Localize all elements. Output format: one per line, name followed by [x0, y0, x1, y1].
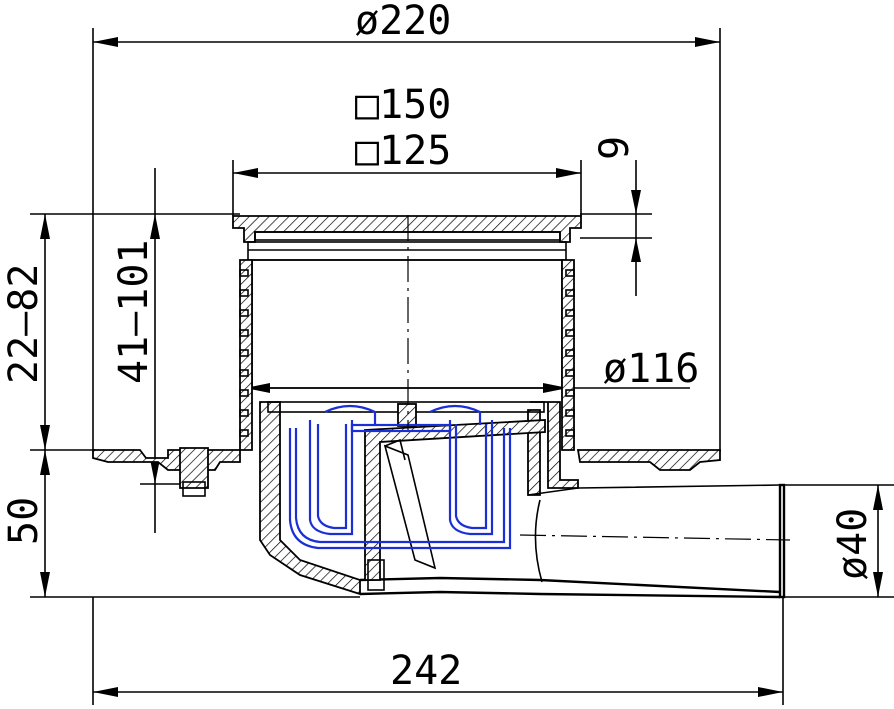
dim-frame-height: 9 [592, 136, 638, 160]
right-ribs [565, 269, 575, 437]
dim-grate-inner: □125 [355, 128, 451, 174]
dim-grate-outer: □150 [355, 82, 451, 128]
left-ribs [239, 269, 249, 437]
dim-body-diameter: ø116 [603, 346, 699, 392]
dim-base-height: 50 [1, 497, 47, 545]
dim-height-range-outer: 22–82 [1, 264, 47, 384]
dim-outlet-diameter: ø40 [830, 508, 876, 580]
dim-overall-length: 242 [390, 648, 462, 694]
drain-body [92, 215, 786, 599]
center-lines [407, 215, 791, 541]
dimension-labels: ø220 □150 □125 9 22–82 41–101 ø116 50 ø4… [1, 0, 876, 694]
dim-height-range-inner: 41–101 [111, 240, 157, 385]
dim-outer-diameter: ø220 [355, 0, 451, 44]
odour-trap-insert [288, 404, 512, 550]
dimension-lines [30, 28, 894, 705]
